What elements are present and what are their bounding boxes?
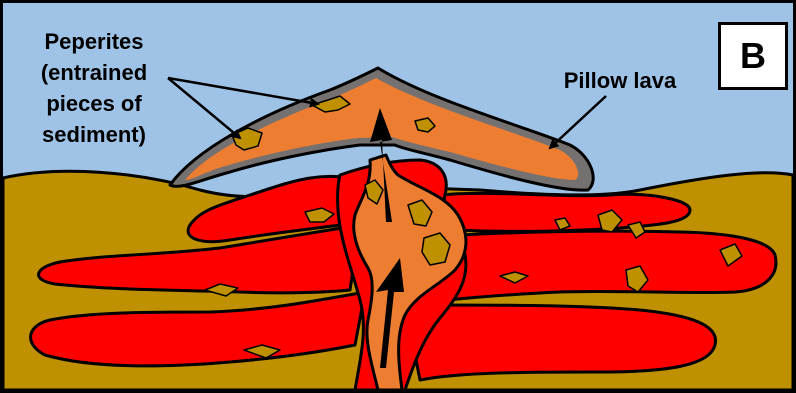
peperites-label: Peperites (entrained pieces of sediment): [14, 26, 174, 150]
peperites-label-line: Peperites: [14, 26, 174, 57]
pillow-lava-label: Pillow lava: [540, 68, 700, 94]
peperites-label-line: pieces of: [14, 88, 174, 119]
peperites-label-line: (entrained: [14, 57, 174, 88]
peperites-label-line: sediment): [14, 119, 174, 150]
magma-finger-right-middle: [445, 231, 776, 300]
magma-finger-right-lower: [410, 305, 716, 380]
panel-letter: B: [740, 35, 766, 77]
panel-letter-box: B: [718, 22, 788, 90]
